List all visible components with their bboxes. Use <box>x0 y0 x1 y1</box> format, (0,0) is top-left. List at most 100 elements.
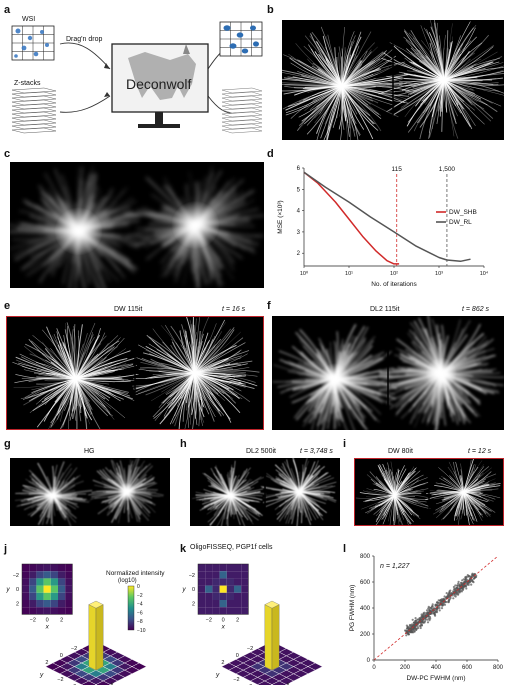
heatmap-cell <box>44 607 51 614</box>
zstack-slice <box>12 92 56 97</box>
reference-line-label: 115 <box>392 166 403 173</box>
heatmap-cell <box>36 600 43 607</box>
heatmap-y-tick: −2 <box>13 573 19 579</box>
annotation-n: n = 1,227 <box>380 563 410 570</box>
data-point <box>468 575 470 577</box>
data-point <box>465 587 467 589</box>
y-axis-label: PG FWHM (nm) <box>349 585 356 632</box>
data-point <box>423 612 425 614</box>
image-e <box>6 316 264 430</box>
heatmap-cell <box>220 593 227 600</box>
heatmap-cell <box>51 586 58 593</box>
panel-label-b: b <box>267 4 274 16</box>
data-point <box>441 605 443 607</box>
heatmap-cell <box>44 564 51 571</box>
heatmap-y-tick: 2 <box>16 602 19 608</box>
heatmap-cell <box>36 571 43 578</box>
time-h: t = 3,748 s <box>300 448 333 455</box>
data-point <box>447 593 449 595</box>
heatmap-cell <box>22 571 29 578</box>
title-f: DL2 115it <box>370 306 399 313</box>
colorbar-tick: 0 <box>137 584 140 590</box>
heatmap-cell <box>205 607 212 614</box>
workflow-schematic: WSI Z-stacks Drag'n drop Deconwolf <box>0 14 264 146</box>
spindle-pole <box>388 489 401 502</box>
spindle-pole <box>432 68 456 92</box>
spindle-pole <box>292 485 307 500</box>
wsi-grid-icon <box>12 26 54 60</box>
heatmap-cell <box>227 586 234 593</box>
data-point <box>421 613 423 615</box>
data-point <box>420 617 422 619</box>
spindle-pole <box>44 486 63 505</box>
heatmap-cell <box>51 593 58 600</box>
heatmap-cell <box>51 600 58 607</box>
image-g <box>10 458 170 526</box>
colorbar-tick: −4 <box>137 602 143 608</box>
heatmap-y-label: y <box>181 586 186 593</box>
heatmap-cell <box>58 586 65 593</box>
data-point <box>411 623 413 625</box>
panel-label-i: i <box>343 438 346 450</box>
heatmap-cell <box>212 571 219 578</box>
heatmap-cell <box>220 571 227 578</box>
heatmap-y-label: y <box>5 586 10 593</box>
data-point <box>406 628 408 630</box>
heatmap-cell <box>234 578 241 585</box>
zstack-slice <box>222 120 262 125</box>
colorbar-tick: −10 <box>137 628 146 634</box>
zstack-slice <box>12 112 56 117</box>
data-point <box>444 604 446 606</box>
data-point <box>424 620 426 622</box>
heatmap-cell <box>234 607 241 614</box>
image-c <box>10 162 264 288</box>
heatmap-cell <box>220 607 227 614</box>
y-tick-label: 600 <box>360 580 371 586</box>
heatmap-cell <box>65 586 72 593</box>
heatmap-cell <box>241 600 248 607</box>
data-point <box>420 625 422 627</box>
floor-y-tick: −2 <box>71 646 77 652</box>
x-axis-label: No. of iterations <box>371 281 417 288</box>
time-f: t = 862 s <box>462 306 489 313</box>
heatmap-cell <box>29 564 36 571</box>
series-line-dw_rl <box>304 172 471 261</box>
heatmap-cell <box>65 578 72 585</box>
heatmap-cell <box>205 600 212 607</box>
zstack-slice <box>222 88 262 93</box>
spindle-pole <box>54 207 103 256</box>
heatmap-cell <box>220 564 227 571</box>
data-point <box>462 586 464 588</box>
y-tick-label: 200 <box>360 632 371 638</box>
heatmap-cell <box>22 593 29 600</box>
heatmap-cell <box>241 564 248 571</box>
heatmap-cell <box>241 607 248 614</box>
image-i <box>354 458 504 526</box>
data-point <box>457 594 459 596</box>
panel-label-f: f <box>267 300 271 312</box>
heatmap-cell <box>65 593 72 600</box>
heatmap-cell <box>65 607 72 614</box>
spindle-pole <box>457 485 470 498</box>
heatmap-cell <box>227 607 234 614</box>
heatmap-cell <box>198 607 205 614</box>
data-point <box>413 630 415 632</box>
output-zstack-icon <box>222 88 262 133</box>
data-point <box>420 627 422 629</box>
spindle-pole <box>319 363 350 394</box>
zstack-slice <box>12 128 56 133</box>
heatmap-cell <box>241 571 248 578</box>
heatmap-cell <box>220 586 227 593</box>
heatmap-cell <box>29 586 36 593</box>
x-tick-label: 10² <box>390 271 398 277</box>
heatmap-x-label: x <box>221 623 226 630</box>
heatmap-cell <box>36 564 43 571</box>
heatmap-cell <box>58 607 65 614</box>
data-point <box>446 595 448 597</box>
data-point <box>471 573 473 575</box>
heatmap-x-tick: −2 <box>30 617 36 623</box>
